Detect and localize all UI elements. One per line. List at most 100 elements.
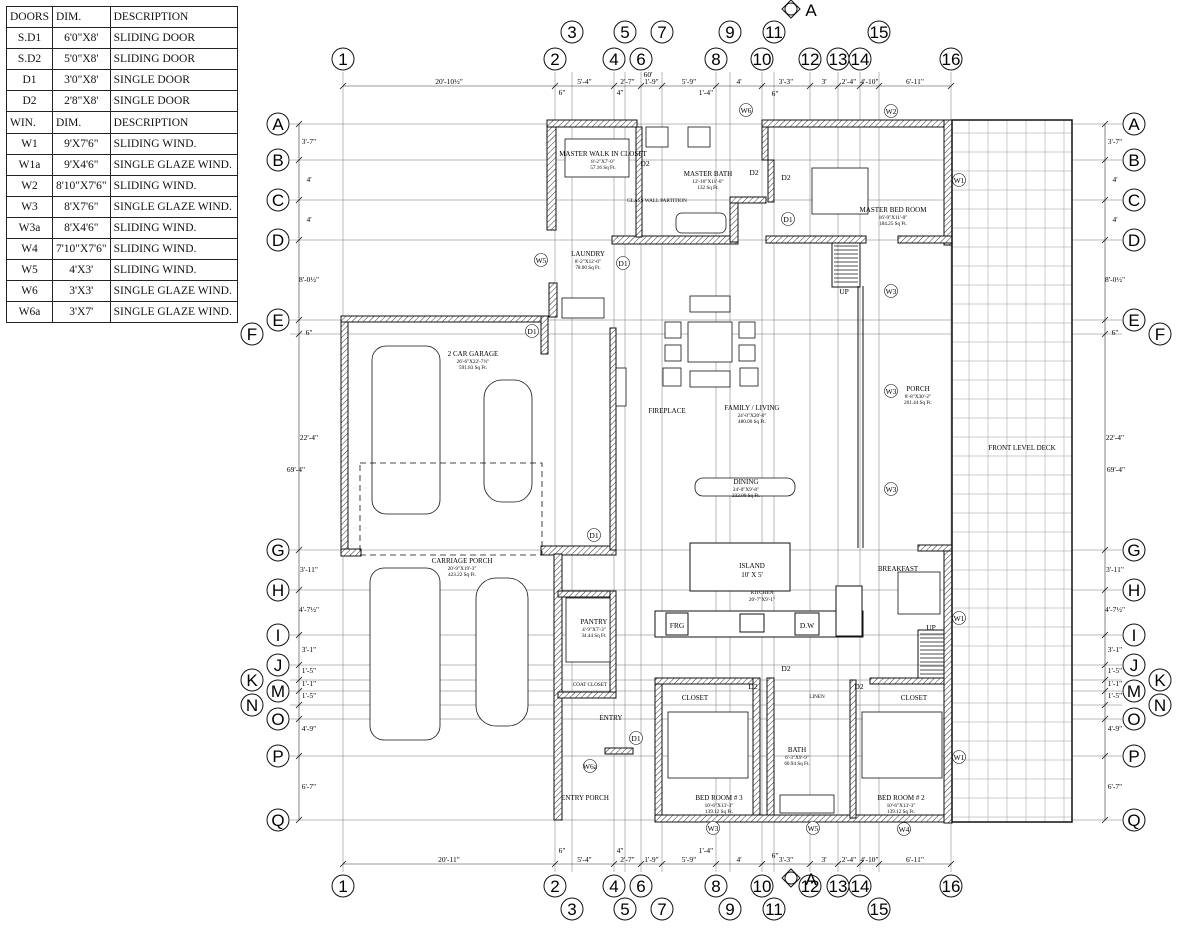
dimension-label-side: 1'-1": [1108, 679, 1122, 688]
grid-bubble-circle: [240, 693, 264, 717]
schedule-cell: 5'0"X8': [51, 48, 111, 71]
grid-bubble-column: 15: [867, 20, 891, 44]
grid-bubble-column: 13: [826, 874, 850, 898]
grid-row-label: Q: [271, 811, 284, 830]
carriage-porch-name: CARRIAGE PORCH: [432, 557, 493, 565]
tag-w6a: W6a: [583, 762, 598, 771]
dimension-label-bottom: 20'-11": [438, 855, 460, 864]
grid-bubble-column: 16: [939, 47, 963, 71]
grid-column-label: 2: [550, 877, 559, 896]
schedule-cell: SLIDING WIND.: [109, 238, 238, 261]
dimension-label-bottom: 2'-4": [842, 855, 856, 864]
bath-area: 60.94 Sq Ft.: [784, 761, 809, 767]
grid-bubble-row: G: [266, 538, 290, 562]
grid-row-label: O: [271, 710, 284, 729]
grid-bubble-circle: [240, 322, 264, 346]
dimension-label-side: 6'-7": [302, 782, 316, 791]
grid-bubble-column: 9: [718, 20, 742, 44]
grid-row-label: D: [1128, 231, 1140, 250]
grid-bubble-row: K: [1148, 668, 1172, 692]
bath-name: BATH: [788, 746, 806, 754]
grid-bubble-column: 8: [704, 47, 728, 71]
dimension-label-top: 4'-10": [860, 77, 878, 86]
grid-bubble-circle: [543, 47, 567, 71]
grid-row-label: F: [1155, 325, 1165, 344]
grid-bubble-column: 3: [560, 20, 584, 44]
grid-row-label: A: [1128, 115, 1140, 134]
schedule-cell: SINGLE DOOR: [109, 90, 238, 113]
front-deck-name: FRONT LEVEL DECK: [988, 444, 1055, 452]
laundry-area: 78.00 Sq Ft.: [575, 265, 600, 271]
grid-bubble-column: 8: [704, 874, 728, 898]
grid-row-label: P: [1128, 747, 1139, 766]
family-living-name: FAMILY / LIVING: [725, 404, 780, 412]
schedule-cell: 8'10"X7'6": [51, 174, 111, 197]
grid-column-label: 15: [870, 23, 889, 42]
dimension-label-bottom: 5'-4": [577, 855, 591, 864]
window-schedule-header: WIN.DIM.DESCRIPTION: [6, 111, 238, 134]
dimension-label-side: 6": [306, 328, 313, 337]
grid-column-label: 12: [801, 50, 820, 69]
grid-bubble-column: 13: [826, 47, 850, 71]
dimension-label-side: 4'-9": [1108, 724, 1122, 733]
tag-w3: W3: [886, 287, 897, 296]
grid-row-label: I: [1132, 626, 1137, 645]
grid-row-label: E: [1128, 311, 1139, 330]
dining-area: 232.00 Sq Ft.: [732, 493, 760, 499]
dimension-label-side: 4': [1112, 175, 1118, 184]
dimension-label-small: 1'-4": [699, 88, 713, 97]
grid-bubble-circle: [1122, 538, 1146, 562]
master-bedroom-name: MASTER BED ROOM: [860, 206, 928, 214]
grid-row-label: A: [272, 115, 284, 134]
dimension-label-bottom: 4': [736, 855, 742, 864]
island-size: 10' X 5': [741, 571, 763, 579]
grid-bubble-circle: [1122, 148, 1146, 172]
section-marker-label: A: [805, 870, 817, 889]
grid-bubble-row: H: [266, 578, 290, 602]
grid-bubble-row: G: [1122, 538, 1146, 562]
dimension-label-side: 3'-7": [1108, 137, 1122, 146]
closet-name: CLOSET: [901, 694, 928, 702]
grid-bubble-circle: [266, 653, 290, 677]
walk-in-closet-size: 8'-2"X7'-0": [591, 159, 615, 165]
grid-bubble-circle: [867, 897, 891, 921]
schedule-cell: SLIDING WIND.: [109, 174, 238, 197]
dimension-label-side: 1'-5": [302, 691, 316, 700]
pantry-size: 4'-9"X7'-3": [582, 627, 606, 633]
schedule-cell: 8'X7'6": [51, 195, 111, 218]
grid-bubble-circle: [266, 538, 290, 562]
schedule-cell: SLIDING DOOR: [109, 27, 238, 50]
grid-bubble-circle: [1122, 653, 1146, 677]
dimension-label-top: 4': [736, 77, 742, 86]
dimension-label-top: 2'-4": [842, 77, 856, 86]
grid-bubble-circle: [266, 679, 290, 703]
grid-bubble-circle: [266, 112, 290, 136]
grid-bubble-row: I: [266, 623, 290, 647]
grid-bubble-column: 2: [543, 874, 567, 898]
grid-column-label: 16: [942, 50, 961, 69]
grid-bubble-row: E: [266, 308, 290, 332]
tag-up: UP: [839, 287, 849, 296]
pantry-area: 34.44 Sq Ft.: [581, 633, 606, 639]
grid-bubble-circle: [266, 707, 290, 731]
grid-column-label: 6: [636, 877, 645, 896]
grid-bubble-row: A: [266, 112, 290, 136]
dimension-label-side: 4'-7½": [1105, 605, 1125, 614]
grid-column-label: 3: [567, 23, 576, 42]
dimension-label-side: 22'-4": [1106, 433, 1124, 442]
dimension-label-side: 3'-1": [1108, 645, 1122, 654]
grid-bubble-circle: [762, 897, 786, 921]
grid-bubble-circle: [266, 308, 290, 332]
grid-column-label: 13: [829, 50, 848, 69]
tag-d2: D2: [640, 159, 649, 168]
grid-bubble-column: 2: [543, 47, 567, 71]
family-living-size: 24'-0"X20'-0": [738, 413, 767, 419]
schedule-cell: SINGLE GLAZE WIND.: [109, 301, 238, 324]
grid-bubble-circle: [266, 228, 290, 252]
grid-bubble-circle: [650, 20, 674, 44]
tag-up: UP: [926, 623, 936, 632]
